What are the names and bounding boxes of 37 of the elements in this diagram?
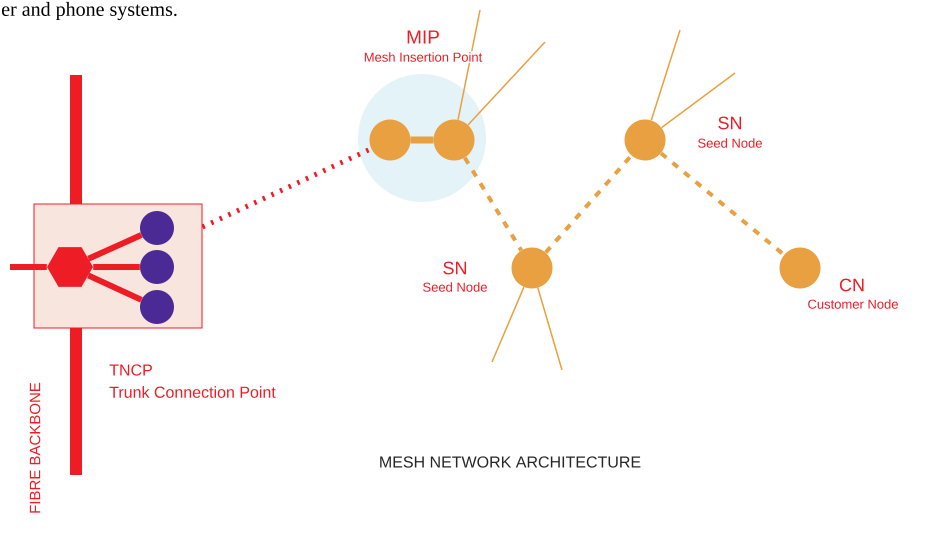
node-circle	[780, 248, 820, 288]
node-label: MIP	[405, 29, 441, 45]
link-line	[87, 272, 143, 303]
node-circle	[140, 290, 174, 324]
text-fragment: er and phone systems.	[2, 2, 177, 20]
link-line	[410, 136, 434, 144]
node-label: Trunk Connection Point	[108, 385, 277, 399]
antenna-line	[491, 286, 525, 362]
wireless-link	[660, 152, 786, 256]
antenna-line	[650, 30, 681, 120]
link-line	[93, 264, 140, 270]
node-label: FIBRE BACKBONE	[28, 381, 42, 515]
node-circle	[512, 248, 552, 288]
node-label: Seed Node	[696, 137, 764, 149]
antenna-line	[468, 41, 546, 126]
link-line	[87, 232, 143, 262]
node-circle	[370, 120, 410, 160]
node-circle	[140, 250, 174, 284]
node-label: SN	[442, 260, 468, 276]
node-label: CN	[838, 278, 866, 292]
wireless-link	[463, 156, 523, 252]
node-circle	[140, 211, 174, 245]
node-label: Customer Node	[806, 298, 900, 310]
backbone-stub	[10, 264, 47, 270]
node-label: TNCP	[108, 363, 154, 377]
node-label: Mesh Insertion Point	[362, 51, 484, 63]
antenna-line	[661, 72, 736, 128]
antenna-line	[457, 10, 481, 120]
caption: MESH NETWORK ARCHITECTURE	[380, 456, 640, 468]
hexagon-hub	[47, 247, 93, 287]
antenna-line	[537, 288, 563, 370]
node-circle	[434, 120, 474, 160]
node-circle	[624, 120, 666, 160]
wireless-link	[201, 146, 372, 230]
node-label: SN	[716, 116, 744, 130]
wireless-link	[544, 154, 633, 254]
node-label: Seed Node	[421, 281, 489, 293]
